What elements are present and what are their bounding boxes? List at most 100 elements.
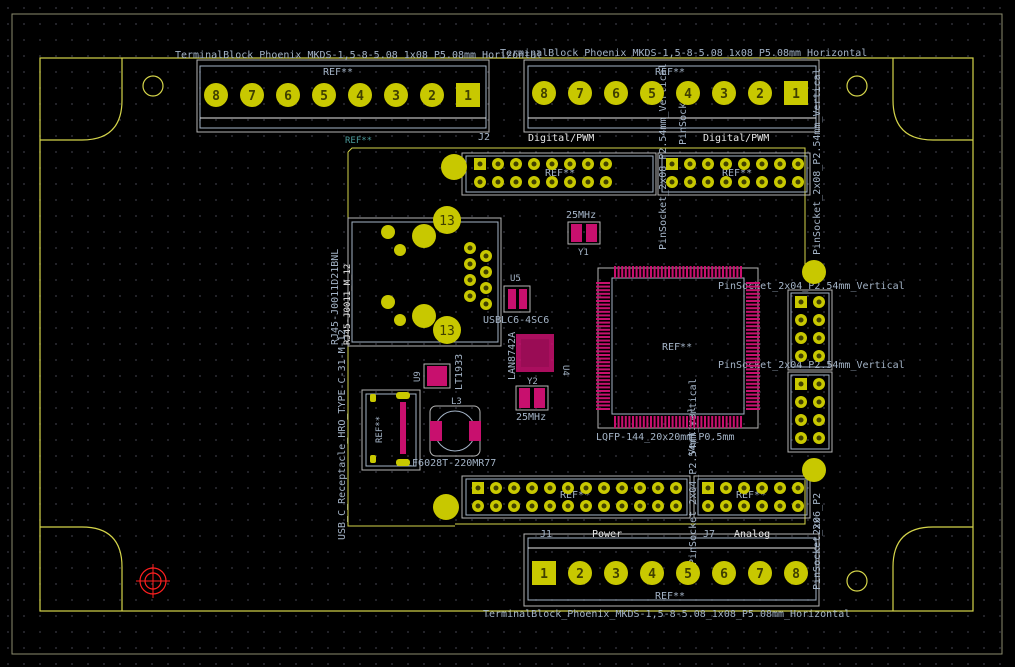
qfp-pin	[736, 266, 739, 278]
terminal-pad	[568, 81, 592, 105]
pin-header-right-lower[interactable]	[787, 371, 833, 453]
u4-ref: U4	[560, 365, 570, 376]
pad-hole	[798, 417, 804, 423]
qfp-pin	[675, 416, 678, 428]
pad-hole	[529, 485, 535, 491]
qfp-pin	[746, 382, 760, 385]
terminal-pad	[532, 561, 556, 585]
pin-header-bottom-left[interactable]: REF**	[461, 475, 691, 519]
terminal-pad	[712, 81, 736, 105]
terminal-block-bottom[interactable]: REF** TerminalBlock_Phoenix_MKDS-1,5-8-5…	[483, 529, 850, 620]
pad-hole	[816, 299, 822, 305]
mcu-footprint-name: LQFP-144_20x20mm_P0.5mm	[596, 432, 734, 443]
pad-hole	[741, 485, 747, 491]
y1-ref: Y1	[578, 248, 589, 258]
pad-hole	[467, 293, 473, 299]
qfp-pin	[596, 400, 610, 403]
terminal-pin-number: 4	[356, 89, 364, 104]
pad-hole	[705, 179, 711, 185]
terminal-pad	[240, 83, 264, 107]
rj45-pads[interactable]: 13 13	[381, 206, 461, 344]
rj45-connector[interactable]: RJ45-J0011D21BNL RJ45-J0011_M_12	[330, 217, 502, 347]
footprint-name: TerminalBlock_Phoenix_MKDS-1,5-8-5.08_1x…	[500, 48, 867, 59]
qfp-pin	[746, 372, 760, 374]
qfp-pin	[746, 354, 760, 356]
pad-hole	[759, 179, 765, 185]
terminal-pad	[784, 561, 808, 585]
pad-hole	[483, 285, 489, 291]
ref-j7: J7	[703, 529, 715, 540]
qfp-pin	[746, 393, 760, 396]
pad-hole	[741, 179, 747, 185]
pad-hole	[705, 161, 711, 167]
qfp-pin	[596, 318, 610, 320]
qfp-pin	[746, 343, 760, 346]
crystal-y1[interactable]: 25MHz Y1	[566, 210, 601, 258]
pad-hole	[816, 317, 822, 323]
pad-hole	[816, 381, 822, 387]
pin-header-bottom-right[interactable]: REF**	[693, 475, 811, 519]
terminal-pin-number: 1	[540, 567, 548, 582]
terminal-block-top-left[interactable]: REF** TerminalBlock_Phoenix_MKDS-1,5-8-5…	[175, 50, 542, 146]
footprint-name: TerminalBlock_Phoenix_MKDS-1,5-8-5.08_1x…	[483, 609, 850, 620]
usblc6-ic[interactable]: USBLC6-4SC6 U5	[483, 274, 549, 326]
pin-header-top-right[interactable]: REF** Digital/PWM	[657, 133, 811, 196]
pad-hole	[798, 435, 804, 441]
lt1933-ic[interactable]: LT1933 U9	[413, 354, 465, 390]
qfp-pin	[628, 266, 631, 278]
pinsock-text: PinSock	[678, 103, 689, 145]
ref-label: REF**	[655, 591, 685, 602]
usb-c-ref: REF**	[375, 416, 385, 443]
qfp-pin	[746, 303, 760, 306]
qfp-pin	[718, 266, 721, 278]
pad-hole	[601, 503, 607, 509]
pad-hole	[601, 485, 607, 491]
usb-c-pads[interactable]	[370, 392, 410, 466]
qfp-pin	[639, 266, 642, 278]
pin-header-right-upper[interactable]	[787, 289, 833, 371]
u5-ref: U5	[510, 274, 521, 284]
pad-hole	[741, 161, 747, 167]
qfp-pin	[746, 375, 760, 378]
qfp-pin	[722, 266, 724, 278]
pad-hole	[759, 503, 765, 509]
terminal-pad	[784, 81, 808, 105]
qfp-pin	[746, 325, 760, 328]
pad-hole	[477, 179, 483, 185]
qfp-pin	[689, 266, 692, 278]
qfp-pin	[736, 416, 739, 428]
qfp-pin	[596, 296, 610, 299]
qfp-pin	[617, 266, 620, 278]
qfp-pin	[746, 404, 760, 407]
pad-hole	[531, 179, 537, 185]
qfp-pin	[725, 416, 728, 428]
pad-hole	[603, 179, 609, 185]
inductor-l3[interactable]: L3 SLF6028T-220MR77	[400, 397, 496, 469]
pad-hole	[583, 485, 589, 491]
qfp-pin	[746, 390, 760, 392]
y1-freq: 25MHz	[566, 210, 596, 221]
large-via-pads[interactable]	[433, 154, 826, 520]
terminal-pad	[204, 83, 228, 107]
pad-hole	[529, 503, 535, 509]
qfp-pin	[621, 416, 624, 428]
lan8742a-ic[interactable]: LAN8742A U4	[507, 332, 570, 380]
pad-hole	[475, 485, 481, 491]
pad-hole	[759, 161, 765, 167]
crystal-y2[interactable]: 25MHz Y2	[515, 377, 549, 423]
terminal-pad	[276, 83, 300, 107]
pad-hole	[619, 503, 625, 509]
silk-digital-left: Digital/PWM	[528, 133, 594, 144]
terminal-block-top-right[interactable]: REF** TerminalBlock_Phoenix_MKDS-1,5-8-5…	[500, 48, 867, 133]
usb-c-receptacle[interactable]: USB_C_Receptacle_HRO_TYPE-C-31-M-12 REF*…	[337, 329, 421, 540]
pad-hole	[511, 503, 517, 509]
qfp-pin	[714, 266, 717, 278]
qfp-pin	[596, 397, 610, 400]
qfp-pin	[646, 266, 649, 278]
qfp-pin	[596, 379, 610, 382]
qfp-pin	[664, 266, 667, 278]
terminal-pin-number: 7	[756, 567, 764, 582]
pad-hole	[705, 485, 711, 491]
